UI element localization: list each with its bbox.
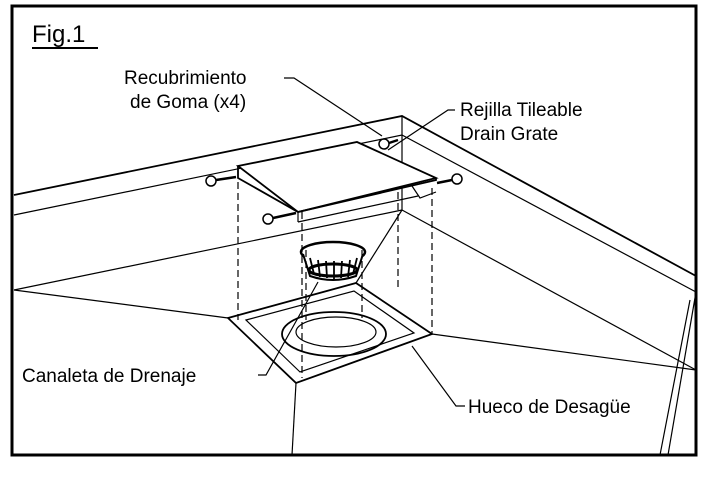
figure-frame	[10, 4, 698, 457]
grate-tab-right	[411, 185, 437, 199]
leader-lines	[258, 77, 465, 407]
figure-title: Fig.1	[32, 21, 85, 48]
label-drain-channel: Canaleta de Drenaje	[22, 366, 196, 387]
floor-right-back-edge	[401, 209, 697, 371]
floor-back-edge	[13, 209, 403, 291]
leader-drain-channel	[258, 281, 319, 376]
leader-grate	[387, 109, 455, 151]
alignment-lines	[237, 182, 433, 378]
rubber-cover-4	[436, 173, 463, 185]
drain-flange-inner	[244, 290, 416, 373]
slope-line-left	[13, 289, 229, 319]
label-grate-line1: Rejilla Tileable	[460, 100, 583, 121]
slope-line-back	[355, 209, 403, 284]
leader-rubber-cover	[284, 77, 383, 137]
rubber-cover-2	[205, 175, 237, 187]
drain-hole-ring	[281, 311, 387, 357]
label-rubber-cover-line1: Recubrimiento	[124, 68, 247, 89]
right-inner-edge-2	[659, 299, 691, 456]
slope-line-right	[431, 333, 697, 371]
label-drain-hole: Hueco de Desagüe	[468, 397, 631, 418]
drain-grate	[235, 141, 439, 223]
label-rubber-cover-line2: de Goma (x4)	[130, 92, 246, 113]
leader-drain-hole	[411, 345, 465, 407]
shower-base	[13, 115, 697, 456]
rubber-cover-1	[378, 138, 399, 150]
rubber-cover-3	[262, 211, 297, 225]
slope-line-front	[291, 382, 297, 456]
basket-band	[307, 262, 359, 278]
right-inner-edge	[667, 291, 697, 456]
grate-top	[235, 141, 439, 213]
drain-opening	[226, 282, 434, 385]
drain-hole-inner	[295, 316, 377, 348]
rubber-covers	[205, 138, 463, 225]
label-grate-line2: Drain Grate	[460, 124, 558, 145]
drain-basket	[299, 240, 367, 281]
grate-edge-bottom	[297, 195, 419, 223]
